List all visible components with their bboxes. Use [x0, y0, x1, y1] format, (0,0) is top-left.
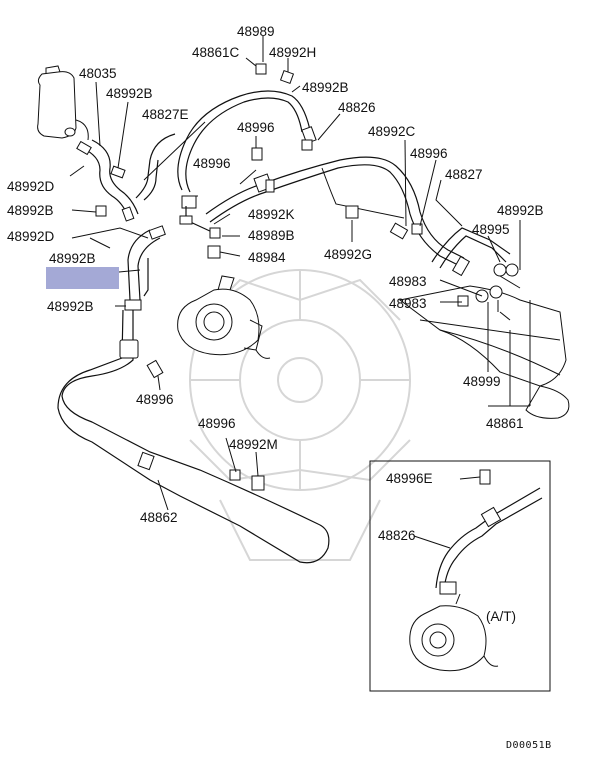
- label-48989: 48989: [237, 24, 275, 39]
- label-48992M: 48992M: [229, 437, 278, 452]
- label-48983-b: 48983: [389, 296, 427, 311]
- steering-gear: [398, 263, 570, 419]
- suction-hose: [76, 133, 176, 222]
- label-48996-a: 48996: [237, 120, 275, 135]
- label-48861: 48861: [486, 416, 524, 431]
- pump-left: [177, 275, 271, 359]
- label-48996-d: 48996: [136, 392, 174, 407]
- pressure-hose-48826: [205, 156, 471, 277]
- label-48992B-l2: 48992B: [47, 299, 94, 314]
- label-48992B-r: 48992B: [497, 203, 544, 218]
- label-48996-c: 48996: [193, 156, 231, 171]
- hose-48827: [431, 227, 511, 269]
- label-48999: 48999: [463, 374, 501, 389]
- label-48992G: 48992G: [324, 247, 372, 262]
- label-48826: 48826: [338, 100, 376, 115]
- label-48996-e: 48996: [198, 416, 236, 431]
- label-48989B: 48989B: [248, 228, 295, 243]
- label-48992H: 48992H: [269, 45, 316, 60]
- label-48992B-res: 48992B: [106, 86, 153, 101]
- label-48861C: 48861C: [192, 45, 240, 60]
- reservoir-tank: [37, 65, 89, 141]
- label-48827E: 48827E: [142, 107, 189, 122]
- label-48995: 48995: [472, 222, 510, 237]
- label-48992C: 48992C: [368, 124, 416, 139]
- pressure-hose-48861C: [177, 90, 317, 233]
- label-48992B-highlight: 48992B: [49, 251, 96, 266]
- return-hose: [57, 225, 330, 564]
- label-48992D-a: 48992D: [7, 179, 55, 194]
- diagram-code: D00051B: [506, 740, 552, 751]
- label-at: (A/T): [486, 609, 516, 624]
- label-48983-a: 48983: [389, 274, 427, 289]
- label-48996-b: 48996: [410, 146, 448, 161]
- label-48862: 48862: [140, 510, 178, 525]
- label-48827: 48827: [445, 167, 483, 182]
- label-48992K: 48992K: [248, 207, 295, 222]
- leader-lines: [69, 36, 531, 511]
- label-48996E: 48996E: [386, 471, 433, 486]
- label-48992B-l1: 48992B: [7, 203, 54, 218]
- label-48992D-b: 48992D: [7, 229, 55, 244]
- highlight-box: [46, 267, 119, 289]
- label-48826-inset: 48826: [378, 528, 416, 543]
- label-48992B-top: 48992B: [302, 80, 349, 95]
- part-labels: 48989 48861C 48992H 48035 48992B 48992B …: [7, 24, 552, 751]
- label-48035: 48035: [79, 66, 117, 81]
- small-fittings: [95, 63, 469, 491]
- label-48984: 48984: [248, 250, 286, 265]
- inset-at: [369, 460, 551, 692]
